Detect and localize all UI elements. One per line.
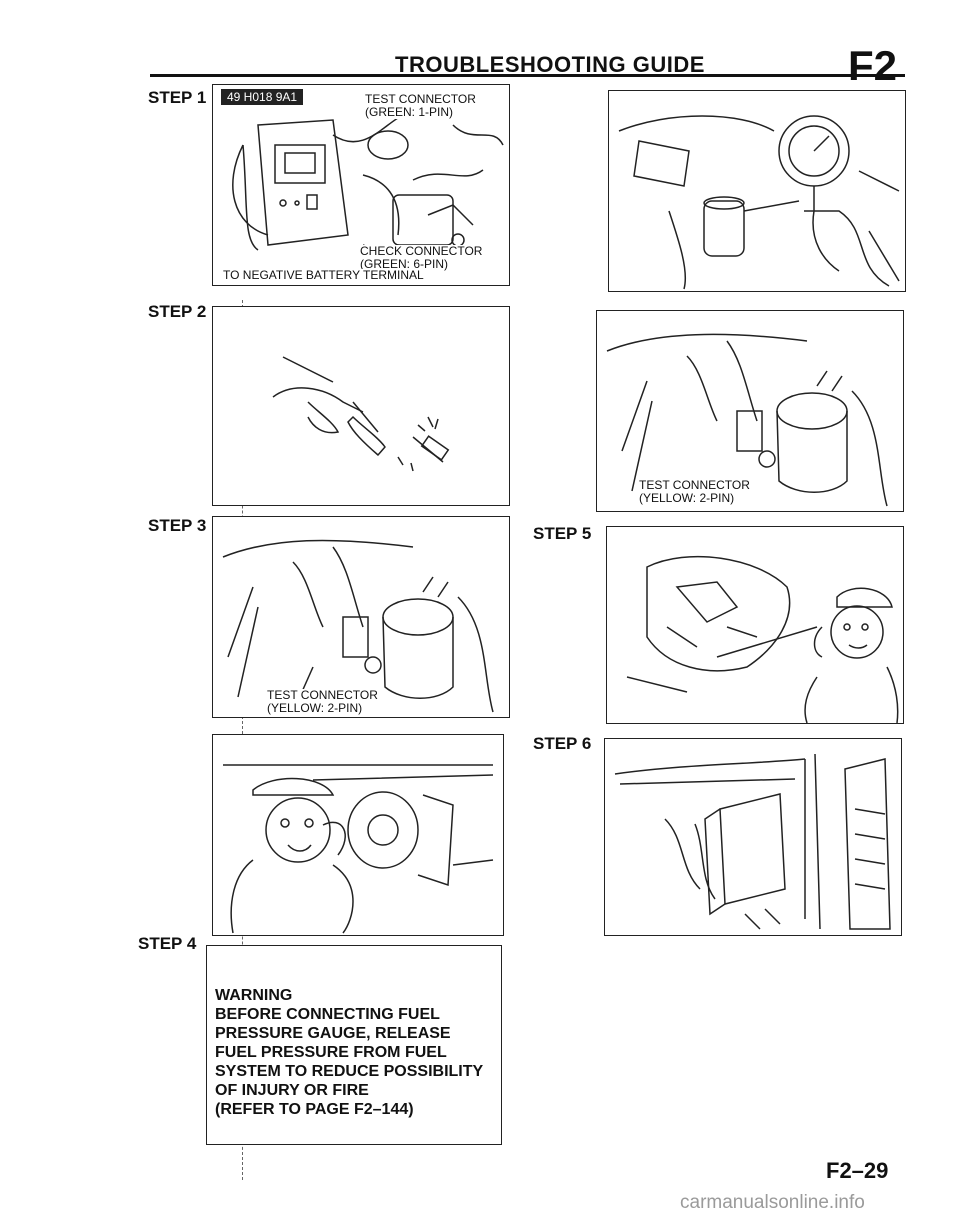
step4-fuel-cap-illustration	[212, 734, 504, 936]
step-5-label: STEP 5	[533, 524, 592, 543]
caption-line: TEST CONNECTOR	[639, 478, 750, 492]
page-number: F2–29	[826, 1158, 889, 1183]
step5-illustration	[606, 526, 904, 724]
step2-illustration	[212, 306, 510, 506]
section-code: F2	[848, 42, 898, 89]
warning-heading: WARNING	[215, 987, 293, 1004]
step-3-label: STEP 3	[148, 516, 207, 535]
pressure-gauge-drawing	[618, 115, 900, 290]
test-connector-yellow-caption: TEST CONNECTOR (YELLOW: 2-PIN)	[265, 689, 380, 715]
control-unit-drawing	[614, 753, 891, 930]
caption-line: TEST CONNECTOR	[365, 92, 476, 106]
step1-illustration: 49 H018 9A1 TEST CONNECTOR (GREEN: 1-PIN…	[212, 84, 510, 286]
warning-line: FUEL PRESSURE FROM FUEL	[215, 1044, 447, 1061]
engine-bay-connector-drawing-2	[606, 333, 888, 507]
caption-line: TEST CONNECTOR	[267, 688, 378, 702]
page-header-title: TROUBLESHOOTING GUIDE	[395, 52, 705, 77]
watermark: carmanualsonline.info	[680, 1192, 865, 1213]
step-6-label: STEP 6	[533, 734, 592, 753]
right-test-connector-illustration: TEST CONNECTOR (YELLOW: 2-PIN)	[596, 310, 904, 512]
check-connector-caption: CHECK CONNECTOR (GREEN: 6-PIN)	[358, 244, 485, 271]
step3-illustration: TEST CONNECTOR (YELLOW: 2-PIN)	[212, 516, 510, 718]
warning-line: SYSTEM TO REDUCE POSSIBILITY	[215, 1063, 484, 1080]
warning-line: OF INJURY OR FIRE	[215, 1082, 369, 1099]
warning-line: (REFER TO PAGE F2–144)	[215, 1101, 414, 1118]
mechanic-engine-drawing	[626, 555, 899, 723]
header-rule	[150, 74, 905, 77]
engine-bay-connector-drawing	[222, 539, 494, 713]
caption-line: CHECK CONNECTOR	[360, 244, 483, 258]
caption-line: (YELLOW: 2-PIN)	[267, 701, 363, 715]
step6-illustration	[604, 738, 902, 936]
caption-line: (GREEN: 1-PIN)	[365, 105, 454, 119]
fuel-pressure-gauge-illustration	[608, 90, 906, 292]
test-connector-yellow-caption-right: TEST CONNECTOR (YELLOW: 2-PIN)	[637, 479, 752, 505]
test-connector-green-caption: TEST CONNECTOR (GREEN: 1-PIN)	[363, 93, 478, 119]
step-4-label: STEP 4	[138, 934, 197, 953]
special-tool-tag: 49 H018 9A1	[221, 89, 304, 105]
warning-text: WARNING BEFORE CONNECTING FUEL PRESSURE …	[215, 986, 505, 1119]
caption-line: (YELLOW: 2-PIN)	[639, 491, 735, 505]
caption-line: (GREEN: 6-PIN)	[360, 257, 449, 271]
ignition-key-drawing	[272, 356, 450, 472]
warning-line: PRESSURE GAUGE, RELEASE	[215, 1025, 451, 1042]
warning-line: BEFORE CONNECTING FUEL	[215, 1006, 440, 1023]
step-1-label: STEP 1	[148, 88, 207, 107]
mechanic-fuel-cap-drawing	[223, 764, 494, 934]
step-2-label: STEP 2	[148, 302, 207, 321]
battery-terminal-caption: TO NEGATIVE BATTERY TERMINAL	[221, 268, 426, 282]
warning-box: WARNING BEFORE CONNECTING FUEL PRESSURE …	[206, 945, 502, 1145]
